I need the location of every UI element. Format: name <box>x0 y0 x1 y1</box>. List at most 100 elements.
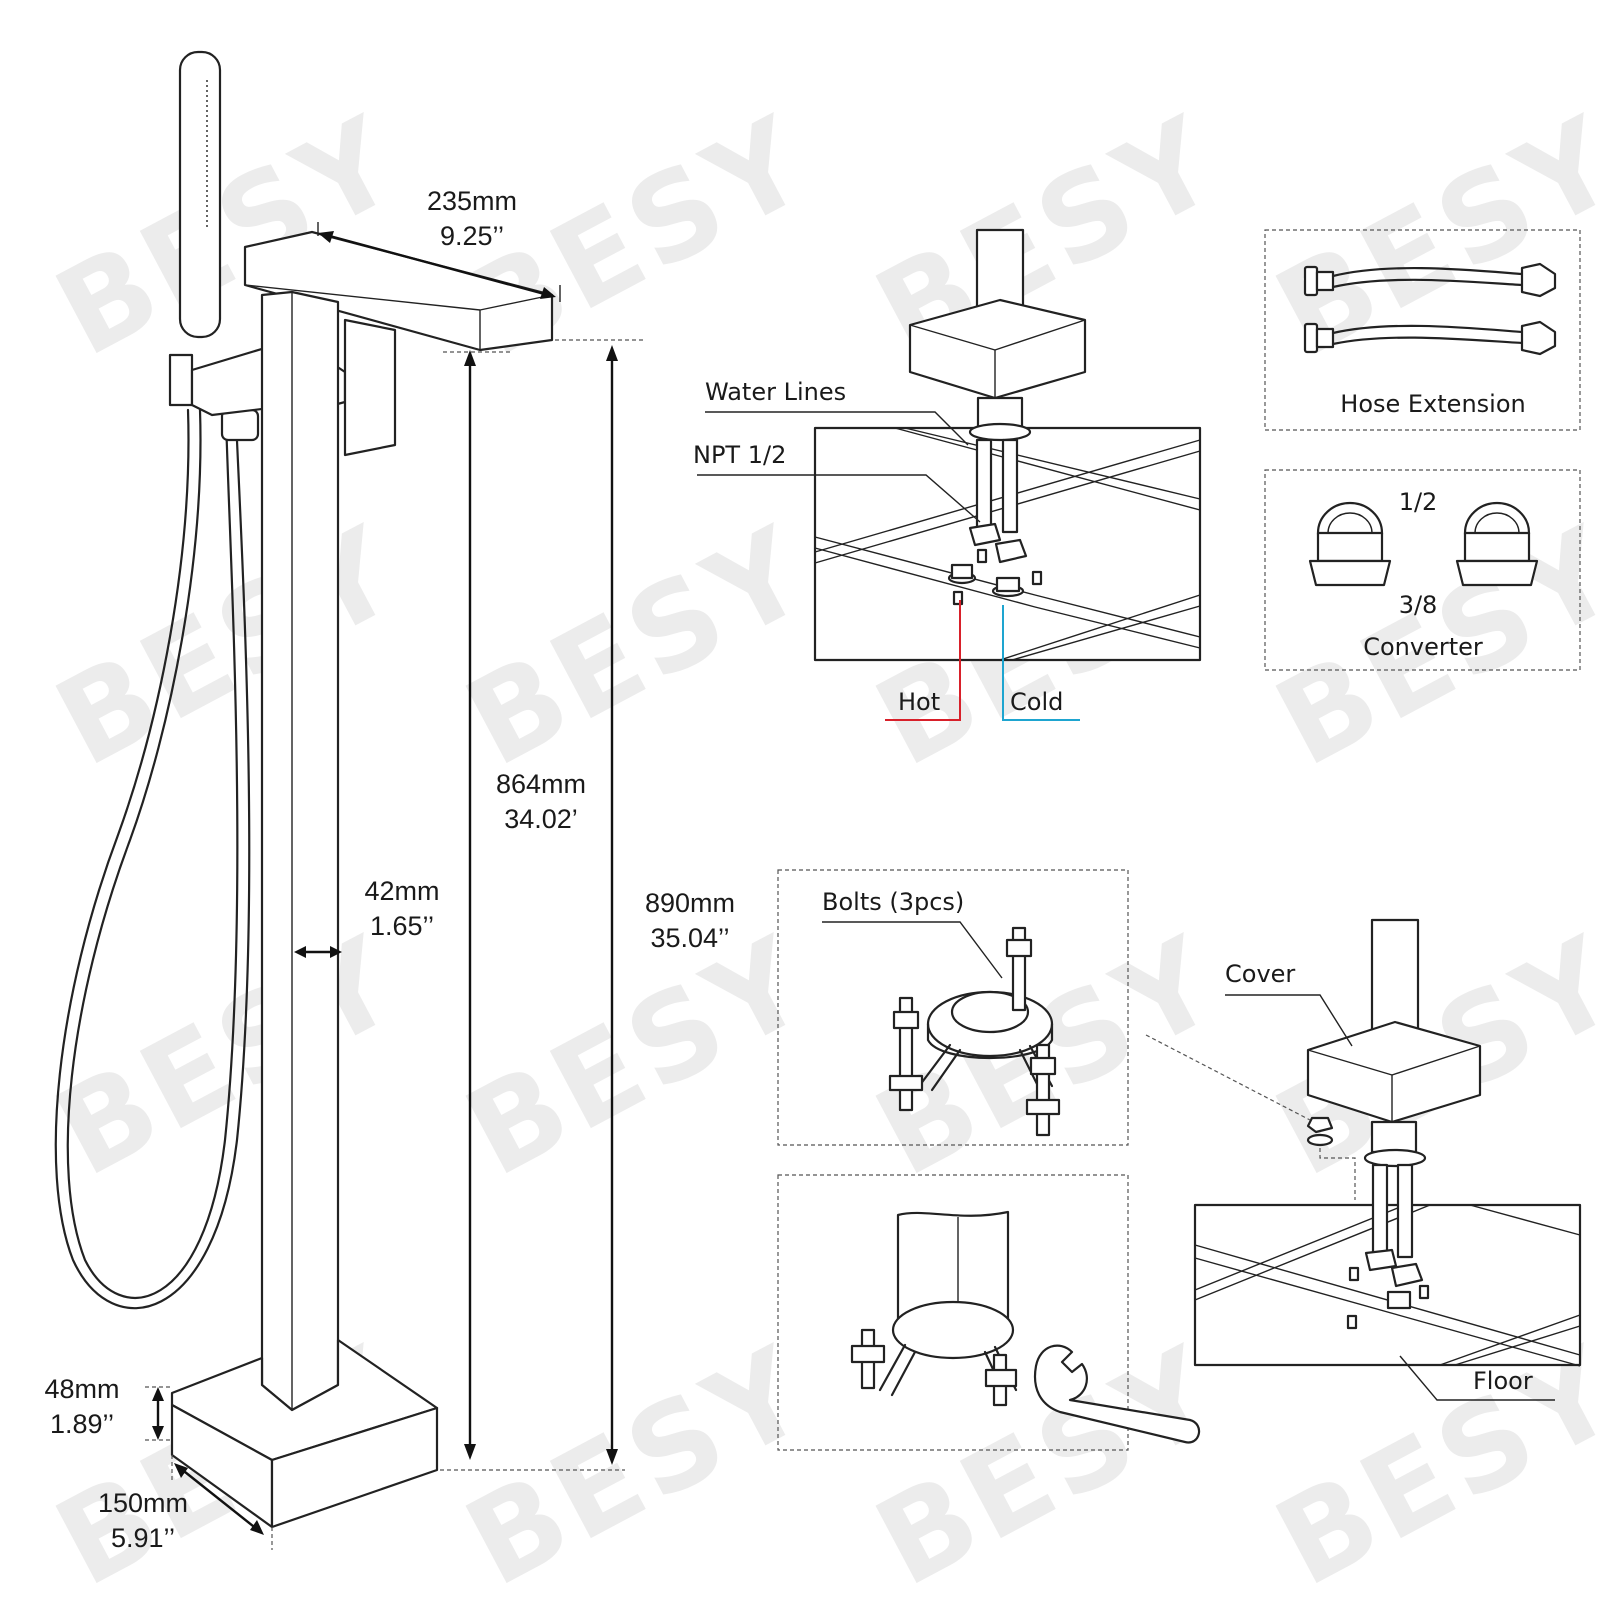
base-front <box>270 1406 439 1529</box>
bolt-left <box>850 1328 886 1390</box>
hot-fitting-thread <box>950 563 974 580</box>
bolt-left <box>888 996 924 1112</box>
dim-arrow-base-width <box>179 1467 259 1531</box>
converter-bottom-size: 3/8 <box>1399 591 1438 619</box>
bolt-right <box>984 1353 1018 1407</box>
washer-icon <box>1306 1133 1334 1147</box>
arrowhead <box>606 345 618 361</box>
floor-label: Floor <box>1473 1367 1533 1395</box>
arrowhead <box>606 1449 618 1465</box>
arrowhead <box>294 946 306 958</box>
cover-label: Cover <box>1225 960 1295 988</box>
bolt-anchor <box>1418 1284 1430 1300</box>
bolt-back <box>1005 926 1033 1012</box>
converter-right <box>1455 501 1539 587</box>
dim-column-width-mm: 42mm <box>364 876 439 906</box>
wrench-box <box>777 1174 1201 1451</box>
arrowhead <box>540 287 556 299</box>
hose-top <box>1303 262 1557 298</box>
arrowhead <box>330 946 342 958</box>
dashed-frame <box>1264 469 1581 671</box>
converter-top-size: 1/2 <box>1399 488 1438 516</box>
column-stub <box>1370 918 1420 1042</box>
pipe-nut <box>994 538 1028 564</box>
dashed-frame <box>777 869 1129 1146</box>
cover-floor-panel <box>1145 918 1582 1401</box>
arrowhead <box>250 1520 264 1535</box>
npt-label: NPT 1/2 <box>693 441 786 469</box>
cold-leader <box>1002 605 1080 721</box>
converter-left <box>1308 501 1392 587</box>
cold-label: Cold <box>1010 688 1063 716</box>
pipe-nut <box>1364 1248 1398 1272</box>
watermark: BESY <box>35 501 421 794</box>
floor-leader <box>1399 1355 1555 1401</box>
dim-base-height-inch: 1.89’’ <box>50 1409 114 1439</box>
cold-fitting-thread <box>995 576 1021 593</box>
mount-plate <box>968 422 1032 442</box>
dim-total-height-inch: 35.04’’ <box>650 923 729 953</box>
bolt-anchor <box>1346 1314 1358 1330</box>
dim-spout-length-mm: 235mm <box>427 186 517 216</box>
dim-base-height-mm: 48mm <box>44 1374 119 1404</box>
faucet-column <box>260 290 340 1412</box>
fitting <box>1386 1290 1412 1310</box>
arrowhead <box>464 1444 476 1460</box>
nut-icon <box>1306 1116 1334 1134</box>
cover-leader <box>1225 994 1353 1047</box>
bolts-leader <box>822 921 1003 979</box>
pipe-nut <box>1390 1262 1424 1288</box>
dashed-frame <box>777 1174 1129 1451</box>
dimension-lines <box>145 222 645 1550</box>
wrench-icon <box>1033 1344 1201 1444</box>
shower-hose <box>66 408 239 1299</box>
dim-arrow-spout <box>325 233 549 297</box>
pipe-nut <box>968 522 1002 547</box>
dim-column-width-inch: 1.65’’ <box>370 911 434 941</box>
bolts-label: Bolts (3pcs) <box>822 888 964 916</box>
arrowhead <box>464 350 476 366</box>
bolts-box <box>777 869 1129 1146</box>
mixer-body <box>343 318 397 457</box>
cold-pipe <box>1396 1163 1414 1259</box>
arrowhead <box>174 1463 188 1478</box>
spout-edge <box>479 294 553 311</box>
water-lines-leader <box>705 411 969 446</box>
bolt-anchor <box>1348 1266 1360 1282</box>
faucet-drawing <box>54 50 554 1529</box>
water-lines-panel <box>697 228 1202 721</box>
hose-bottom <box>1303 320 1557 356</box>
hose-extension-box <box>1264 229 1581 431</box>
neck <box>1370 1120 1418 1154</box>
bolt-anchor <box>976 548 988 564</box>
mount-ring <box>891 1300 1015 1360</box>
dashed-frame <box>1264 229 1581 431</box>
bolt-anchor <box>1031 570 1043 586</box>
dim-spout-height-mm: 864mm <box>496 769 586 799</box>
arrowhead <box>152 1387 164 1401</box>
converter-label: Converter <box>1363 633 1483 661</box>
watermark: BESY <box>445 911 831 1204</box>
hot-pipe <box>975 438 993 530</box>
dim-spout-length-inch: 9.25’’ <box>440 221 504 251</box>
dim-base-width-mm: 150mm <box>98 1488 188 1518</box>
shower-holder <box>168 353 194 407</box>
mount-ring-hole <box>950 990 1030 1034</box>
dim-base-width-inch: 5.91’’ <box>111 1523 175 1553</box>
watermark: BESY <box>445 501 831 794</box>
hot-pipe <box>1371 1163 1389 1255</box>
detail-leader <box>1145 1034 1311 1121</box>
hose-extension-label: Hose Extension <box>1340 390 1525 418</box>
handheld-shower <box>178 50 222 339</box>
dim-total-height-mm: 890mm <box>645 888 735 918</box>
hot-leader <box>885 600 961 721</box>
detail-leader <box>1319 1148 1356 1200</box>
mount-plate <box>1363 1148 1427 1168</box>
dim-spout-height-inch: 34.02’ <box>504 804 578 834</box>
hot-label: Hot <box>898 688 940 716</box>
watermark: BESY <box>445 1321 831 1600</box>
arrowhead <box>152 1426 164 1440</box>
converter-box <box>1264 469 1581 671</box>
arrowhead <box>318 231 334 243</box>
